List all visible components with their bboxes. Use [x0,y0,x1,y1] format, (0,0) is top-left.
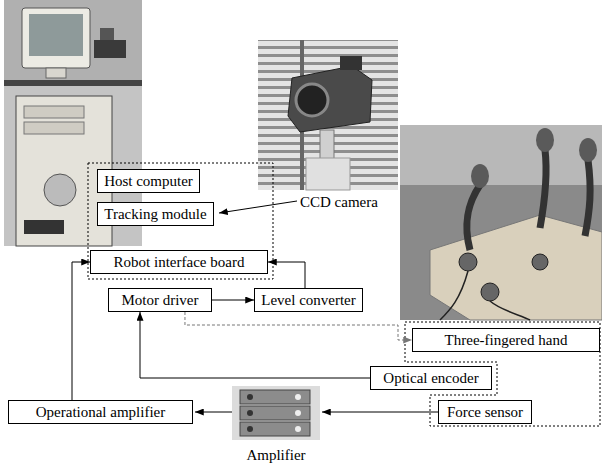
amplifier-photo [240,406,310,420]
computer-photo [24,106,84,118]
amplifier-photo [240,422,310,436]
photo-caption: CCD camera [300,193,378,211]
robot-hand-photo [540,150,546,228]
amplifier-photo [295,394,301,400]
robot-hand-photo [579,138,597,162]
block-label: Motor driver [115,291,205,309]
camera-photo [258,40,398,190]
robot-hand-photo [440,271,530,320]
robot-hand-photo [430,215,602,320]
amplifier-photo [240,390,310,404]
amplifier-photo [247,426,253,432]
camera-photo [288,66,372,132]
block-label: Level converter [261,291,356,309]
robot-hand-photo [400,125,602,320]
robot-hand-photo [471,164,489,188]
robot-hand-photo [532,254,548,270]
block-box: Optical encoder [370,366,492,390]
robot-hand-photo [467,185,480,250]
block-box: Force sensor [438,400,532,424]
block-label: Host computer [104,172,193,190]
amplifier-photo [295,410,301,416]
amplifier-photo [295,426,301,432]
computer-photo [4,0,142,86]
group-outline [88,163,273,279]
computer-photo [100,28,114,40]
block-label: Operational amplifier [15,403,186,421]
camera-photo [258,40,398,190]
block-label: Tracking module [104,205,207,223]
computer-photo [46,68,66,78]
robot-hand-photo [400,125,602,185]
block-box: Three-fingered hand [412,328,600,352]
block-box: Operational amplifier [8,400,193,424]
block-label: Three-fingered hand [419,331,593,349]
computer-photo [94,40,126,58]
camera-photo [296,84,328,116]
computer-photo [44,174,76,206]
block-label: Robot interface board [97,253,261,271]
block-box: Tracking module [97,202,214,226]
signal-arrow [195,412,232,413]
leader-arrow [219,201,297,213]
computer-photo [4,80,142,86]
signal-arrow [185,312,412,340]
block-label: Optical encoder [377,369,485,387]
amplifier-photo [232,386,320,440]
robot-hand-photo [585,160,590,236]
block-box: Level converter [254,288,363,312]
robot-hand-photo [481,283,499,301]
signal-arrow [322,412,438,413]
block-box: Robot interface board [90,250,268,274]
robot-hand-photo [459,253,477,271]
signal-arrow [140,312,370,378]
computer-photo [24,220,64,234]
robot-hand-photo [400,125,602,320]
camera-photo [320,130,334,160]
computer-photo [29,14,83,56]
signal-arrow [212,300,254,301]
robot-hand-photo [536,128,554,152]
computer-photo [22,8,90,68]
amplifier-photo [232,386,320,440]
camera-photo [306,158,350,190]
photo-caption: Amplifier [246,446,305,464]
signal-arrow [72,262,90,400]
amplifier-photo [247,410,253,416]
signal-arrow [268,262,305,288]
block-box: Motor driver [108,288,212,312]
amplifier-photo [247,394,253,400]
block-box: Host computer [97,169,200,193]
computer-photo [24,122,84,134]
block-label: Force sensor [445,403,525,421]
camera-photo [340,56,362,70]
